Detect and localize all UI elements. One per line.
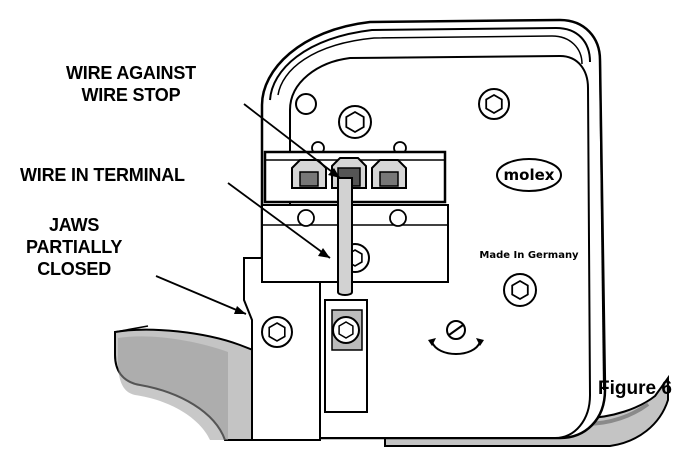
lower-die xyxy=(261,204,449,283)
molex-logo xyxy=(496,158,562,192)
hex-bolt-lower-right-icon xyxy=(503,273,537,307)
leader-lines xyxy=(155,103,341,315)
upper-die xyxy=(263,150,447,204)
callout-wire-stop: WIRE AGAINST WIRE STOP xyxy=(66,62,196,106)
hex-bolt-top-icon xyxy=(338,105,372,139)
bolt-top-left-icon xyxy=(295,93,317,115)
callout-wire-stop-line1: WIRE AGAINST xyxy=(66,63,196,83)
origin-marking: Made In Germany xyxy=(479,250,579,261)
callout-jaws-line3: CLOSED xyxy=(37,259,112,279)
hex-bolt-top-right-icon xyxy=(478,88,510,120)
lower-handle-left xyxy=(114,325,259,441)
adjustment-screw-icon xyxy=(428,320,484,355)
wire xyxy=(337,177,353,296)
center-slider xyxy=(324,299,368,413)
callout-jaws-line2: PARTIALLY xyxy=(26,237,123,257)
callout-wire-in-terminal: WIRE IN TERMINAL xyxy=(20,164,185,186)
jaw-left-plate xyxy=(243,257,321,441)
callout-wire-stop-line2: WIRE STOP xyxy=(81,85,181,105)
callout-jaws-line1: JAWS xyxy=(49,215,100,235)
arrowheads xyxy=(234,168,340,314)
brand-logo-text: molex xyxy=(504,166,555,184)
figure-caption: Figure 6 xyxy=(598,378,672,399)
callout-jaws: JAWS PARTIALLY CLOSED xyxy=(26,214,122,280)
callout-wire-in-terminal-text: WIRE IN TERMINAL xyxy=(20,165,185,185)
